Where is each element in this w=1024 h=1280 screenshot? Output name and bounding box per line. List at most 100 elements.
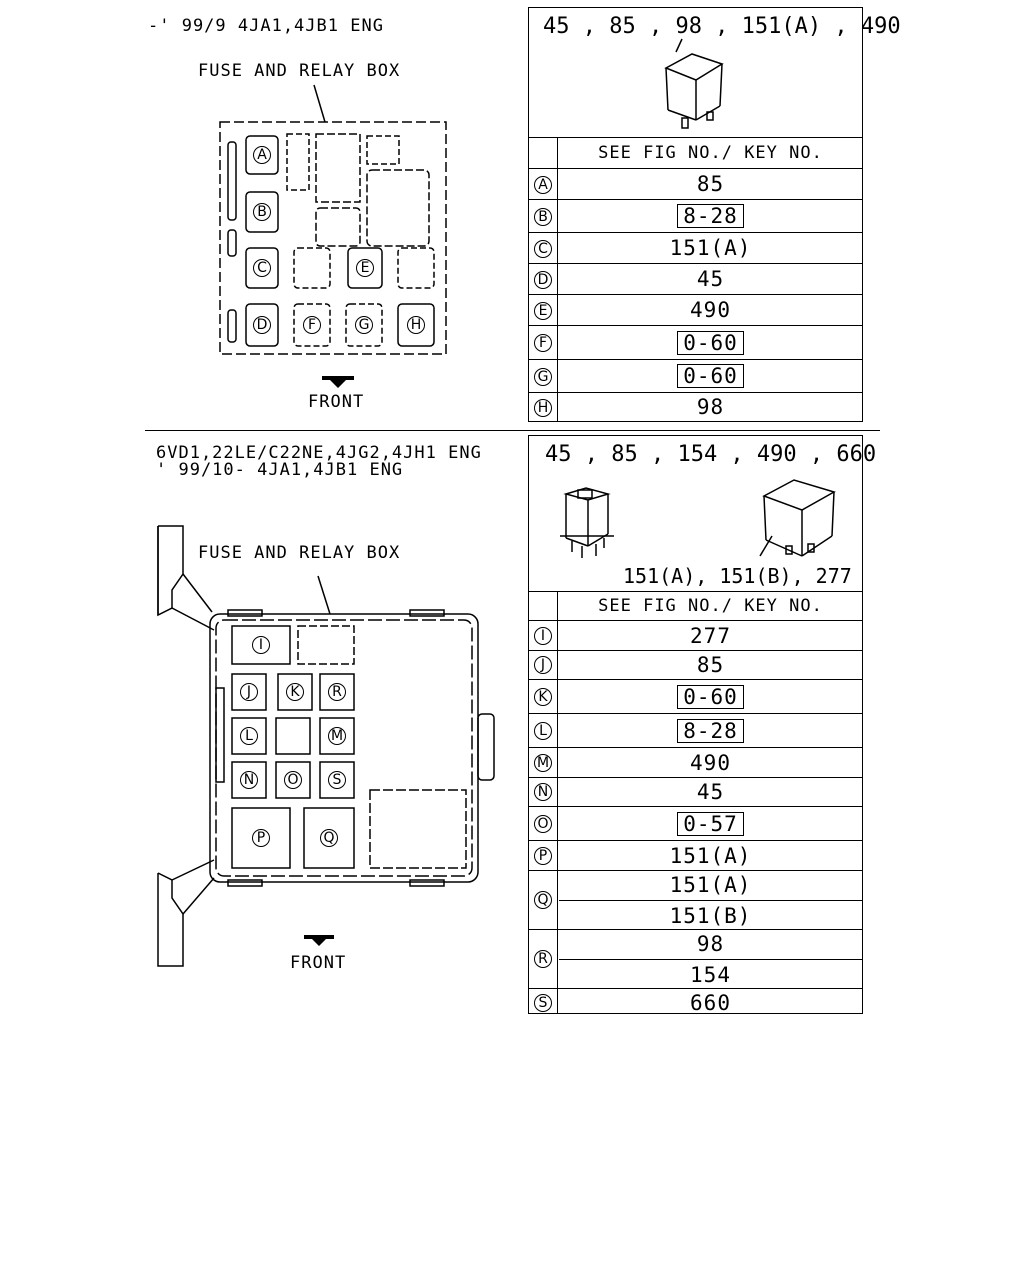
table-row: B 8-28 [529, 199, 862, 232]
bottom-table-divider [557, 591, 558, 1013]
key-circle-H: H [534, 398, 552, 417]
key-circle-S: S [534, 994, 552, 1013]
top-parts-table: 45 , 85 , 98 , 151(A) , 490 SEE FIG NO./… [528, 7, 901, 422]
table-cell: 151(A) [559, 871, 862, 901]
table-value: 85 [696, 653, 725, 678]
table-row: Q 151(A) 151(B) [529, 869, 862, 931]
table-cell: 0-57 [559, 807, 862, 841]
key-circle-M: M [534, 753, 552, 772]
key-circle-O: O [534, 815, 552, 833]
table-cell: 45 [559, 264, 862, 294]
table-row: F 0-60 [529, 325, 862, 359]
table-value: 45 [696, 780, 725, 805]
table-value: 151(A) [669, 236, 752, 260]
table-cell: 277 [559, 621, 862, 651]
table-cell: 151(B) [559, 900, 862, 931]
top-relay-header: 45 , 85 , 98 , 151(A) , 490 [543, 14, 901, 39]
table-cell: 8-28 [559, 200, 862, 232]
key-circle-P: P [252, 829, 270, 847]
table-cell: 8-28 [559, 714, 862, 748]
top-front-label: FRONT [308, 392, 365, 412]
table-value: 0-57 [677, 812, 744, 836]
bottom-table-header-row: SEE FIG NO./ KEY NO. [529, 591, 862, 620]
key-circle-A: A [253, 146, 271, 164]
key-circle-E: E [356, 259, 374, 277]
table-value: 490 [690, 750, 731, 775]
top-table-header-row: SEE FIG NO./ KEY NO. [529, 137, 862, 168]
key-circle-G: G [534, 367, 552, 386]
table-value: 45 [696, 267, 725, 291]
key-circle-R: R [328, 683, 346, 701]
table-value: 151(B) [669, 903, 752, 928]
table-value: 151(A) [669, 843, 752, 868]
top-engine-label: -' 99/9 4JA1,4JB1 ENG [148, 16, 384, 36]
bottom-relay-sub: 151(A), 151(B), 277 [623, 564, 852, 588]
bottom-front-label: FRONT [290, 953, 347, 973]
key-circle-H: H [407, 316, 425, 334]
table-row: A 85 [529, 168, 862, 199]
table-cell: 151(A) [559, 233, 862, 263]
table-row: R 98 154 [529, 928, 862, 990]
top-box-label: FUSE AND RELAY BOX [198, 61, 401, 81]
table-cell: 154 [559, 959, 862, 990]
key-circle-L: L [534, 722, 552, 740]
table-row: O 0-57 [529, 806, 862, 840]
key-circle-K: K [286, 683, 304, 701]
table-value: 154 [690, 962, 731, 987]
table-value: 8-28 [677, 719, 744, 743]
key-circle-L: L [240, 727, 258, 745]
table-value: 490 [690, 298, 731, 322]
top-table-header: SEE FIG NO./ KEY NO. [598, 143, 823, 163]
table-row: M 490 [529, 747, 862, 777]
table-value: 8-28 [677, 204, 744, 228]
table-row: P 151(A) [529, 840, 862, 870]
table-cell: 660 [559, 989, 862, 1019]
table-value: 85 [696, 172, 725, 196]
bottom-relay-header: 45 , 85 , 154 , 490 , 660 [545, 442, 877, 467]
top-table-divider [557, 137, 558, 421]
bottom-engine-label-2: ' 99/10- 4JA1,4JB1 ENG [156, 460, 404, 480]
section-divider [145, 430, 880, 431]
key-circle-O: O [284, 771, 302, 789]
table-row: G 0-60 [529, 359, 862, 392]
table-cell: 45 [559, 778, 862, 808]
table-value: 98 [696, 932, 725, 957]
table-cell: 0-60 [559, 326, 862, 359]
bottom-table-header: SEE FIG NO./ KEY NO. [598, 596, 823, 616]
table-value: 98 [696, 395, 725, 419]
table-cell: 0-60 [559, 360, 862, 392]
key-circle-G: G [355, 316, 373, 334]
table-cell: 85 [559, 651, 862, 681]
bottom-engine-label-1: 6VD1,22LE/C22NE,4JG2,4JH1 ENG [156, 443, 482, 463]
table-cell: 0-60 [559, 680, 862, 714]
table-row: H 98 [529, 392, 862, 421]
key-circle-B: B [253, 203, 271, 221]
table-cell: 151(A) [559, 841, 862, 871]
key-circle-D: D [534, 270, 552, 289]
key-circle-B: B [534, 207, 552, 226]
key-circle-R: R [534, 950, 552, 968]
table-value: 151(A) [669, 873, 752, 898]
key-circle-F: F [303, 316, 321, 334]
key-circle-A: A [534, 175, 552, 194]
bottom-parts-table: 45 , 85 , 154 , 490 , 660 151(A), 151(B)… [528, 435, 876, 1015]
key-circle-J: J [534, 656, 552, 675]
key-circle-F: F [534, 334, 552, 352]
table-row: D 45 [529, 263, 862, 294]
table-value: 0-60 [677, 685, 744, 709]
key-circle-I: I [534, 626, 552, 645]
key-circle-D: D [253, 316, 271, 334]
key-circle-C: C [534, 239, 552, 258]
key-circle-S: S [328, 771, 346, 789]
table-cell: 490 [559, 748, 862, 778]
table-cell: 490 [559, 295, 862, 325]
key-circle-P: P [534, 846, 552, 865]
bottom-box-label: FUSE AND RELAY BOX [198, 543, 401, 563]
key-circle-Q: Q [534, 891, 552, 909]
key-circle-I: I [252, 636, 270, 654]
table-row: C 151(A) [529, 232, 862, 263]
